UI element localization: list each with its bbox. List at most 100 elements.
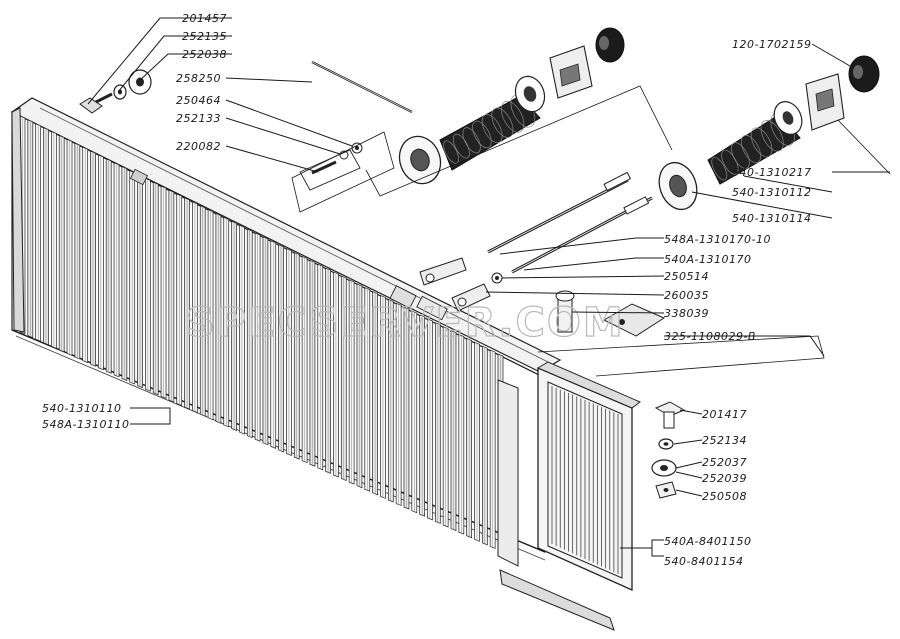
louvre-blade: [43, 127, 49, 346]
flange-left: [398, 135, 442, 185]
louvre-blade: [380, 294, 386, 499]
leader-line: [811, 43, 851, 67]
louvre-blade: [450, 330, 457, 532]
leader-line: [664, 335, 825, 357]
louvre-blade: [121, 166, 128, 381]
rod-258250: [311, 61, 413, 113]
callout-325-1108029-B: 325-1108029-B: [664, 330, 756, 343]
boot-rib: [481, 114, 503, 143]
louvre-blade: [395, 302, 402, 507]
louvre-blade: [411, 310, 418, 514]
boot-rib: [750, 127, 773, 158]
louvre-blade: [309, 259, 316, 467]
callout-548A-1310170-10: 548A-1310170-10: [664, 233, 771, 246]
louvre-blade: [199, 205, 206, 417]
louvre-blade: [293, 252, 300, 460]
louvre-blade: [192, 201, 198, 414]
leader-line: [691, 191, 833, 219]
louvre-blade: [74, 142, 81, 360]
boot-rib: [740, 134, 762, 164]
callout-260035: 260035: [664, 289, 709, 302]
grommet-120-1702159: [848, 55, 880, 93]
leader-line: [743, 175, 833, 193]
callout-220082: 220082: [176, 140, 221, 153]
louvre-blade: [90, 150, 96, 367]
louvre-blade: [231, 220, 237, 432]
callout-540-8401154: 540-8401154: [664, 555, 743, 568]
boot-rib: [491, 107, 514, 138]
louvre-blade: [419, 314, 425, 517]
leader-line: [675, 489, 703, 497]
louvre-blade: [129, 170, 136, 385]
louvre-blade: [246, 228, 253, 439]
leader-line: [137, 53, 232, 83]
boot-rib: [721, 149, 739, 175]
louvre-blade: [270, 240, 277, 449]
callout-540-1310110: 540-1310110: [42, 402, 121, 415]
callout-540-1310112: 540-1310112: [732, 186, 811, 199]
radiator-shutter-frame: [10, 97, 615, 631]
lever-325-1108029-B: [602, 303, 666, 337]
louvre-blade: [458, 333, 465, 535]
louvre-blade: [113, 162, 120, 378]
louvre-blade: [427, 318, 433, 521]
control-rod-548A-1310170-10: [487, 171, 632, 254]
leader-line: [225, 145, 319, 173]
leader-line: [485, 291, 665, 296]
callout-250508: 250508: [702, 490, 747, 503]
leader-line: [679, 409, 703, 415]
louvre-blade: [356, 283, 363, 489]
leader-line: [673, 439, 703, 445]
louvre-blade: [364, 287, 371, 492]
louvre-blade: [466, 337, 473, 539]
louvre-blade: [348, 279, 355, 485]
leader-line: [225, 99, 353, 147]
clevis-left: [419, 257, 467, 286]
louvre-blade: [152, 181, 159, 396]
louvre-blade: [66, 138, 73, 356]
louvre-blade: [474, 341, 480, 542]
callout-252038: 252038: [182, 48, 227, 61]
louvre-blade: [58, 134, 65, 353]
washer-252134: [658, 438, 674, 450]
boot-rib: [711, 157, 728, 181]
louvre-blade: [137, 174, 143, 389]
rubber-boot-540-1310112: [707, 101, 803, 185]
boot-rib: [462, 127, 481, 154]
bolt-201417: [654, 401, 686, 429]
louvre-blade: [223, 216, 230, 428]
rubber-boot-left: [439, 75, 546, 171]
callout-201417: 201417: [702, 408, 747, 421]
callout-338039: 338039: [664, 307, 709, 320]
flange-540-1310114: [658, 161, 698, 211]
callout-540A-1310170: 540A-1310170: [664, 253, 751, 266]
boot-rib: [443, 140, 459, 164]
boot-rib: [452, 133, 470, 159]
callout-120-1702159: 120-1702159: [732, 38, 811, 51]
louvre-blade: [489, 349, 496, 549]
louvre-blade: [333, 271, 339, 478]
leader-line: [225, 117, 341, 155]
watermark: SPECSERVER.COM: [186, 300, 625, 346]
leader-line: [651, 539, 664, 557]
callout-252039: 252039: [702, 472, 747, 485]
shutter-louvres: [19, 115, 504, 553]
louvre-blade: [403, 306, 410, 510]
louvre-blade: [340, 275, 347, 482]
boot-rib: [731, 142, 750, 169]
louvre-blade: [145, 177, 151, 392]
louvre-blade: [176, 193, 183, 406]
boot-rib: [501, 100, 525, 133]
callout-leaders: [87, 17, 890, 557]
callout-548A-1310110: 548A-1310110: [42, 418, 129, 431]
clevis-260035: [451, 283, 491, 312]
callout-250514: 250514: [664, 270, 709, 283]
pin-338039: [555, 290, 575, 333]
side-panel: [536, 361, 641, 592]
leader-line: [523, 257, 664, 271]
louvre-blade: [434, 322, 441, 524]
leader-line: [87, 17, 232, 105]
louvre-blade: [27, 119, 34, 339]
bracket-540-1310217: [805, 73, 845, 131]
